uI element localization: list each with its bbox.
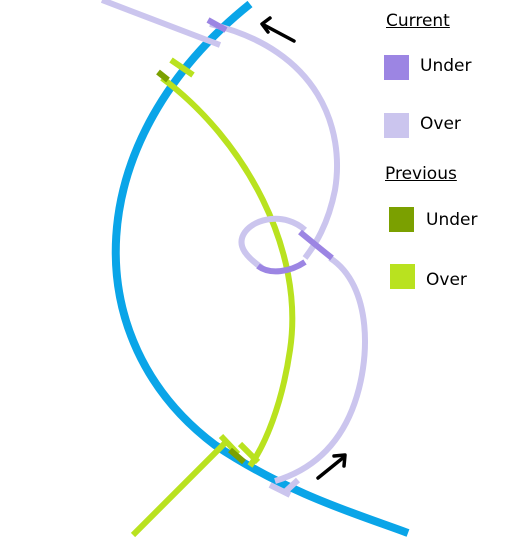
previous-over-tick [169,57,195,78]
current-under-segment [256,259,307,275]
blue-strand [111,0,410,537]
previous-strand-arc [160,75,296,468]
legend-previous-over-swatch [390,264,415,289]
previous-over-tick [237,441,261,465]
legend-current-heading: Current [386,11,450,31]
legend-previous-heading: Previous [385,164,457,184]
legend-previous-under-swatch [389,207,414,232]
legend-previous-over-label: Over [426,270,467,290]
legend-current-over-label: Over [420,114,461,134]
legend-previous-under-label: Under [426,210,478,230]
legend-current-under-swatch [384,55,409,80]
legend-current-over-swatch [384,113,409,138]
current-under-segment [298,229,334,261]
current-under-segment [206,17,228,33]
previous-under-marker [156,69,170,83]
arrow-up-right-icon [316,453,347,480]
arrow-up-left-icon [260,16,296,43]
current-strand-loop [209,21,340,260]
current-over-tick [283,477,301,494]
current-strand-top [100,0,222,48]
current-strand-twist [238,215,308,271]
current-over-tick [268,482,292,498]
legend-current-under-label: Under [420,56,472,76]
previous-under-marker [228,447,246,465]
current-strand-right-arc [274,255,368,484]
previous-strand-tail [130,437,231,538]
